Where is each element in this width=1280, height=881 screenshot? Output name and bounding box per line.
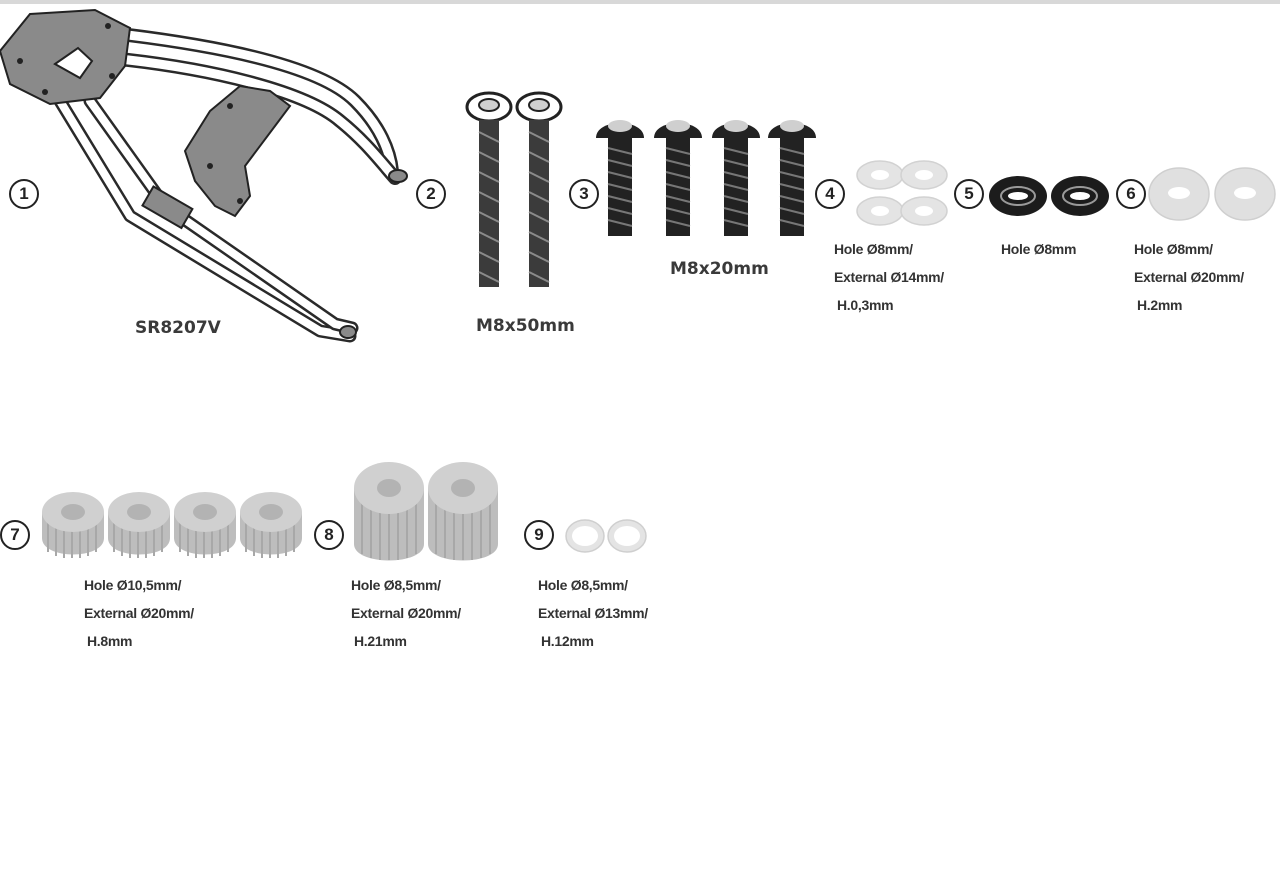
- spec-line: Hole Ø8mm/: [834, 241, 913, 257]
- spec-line: H.12mm: [541, 633, 594, 649]
- part-8-number: 8: [314, 520, 344, 550]
- spec-line: H.2mm: [1137, 297, 1183, 313]
- rack-frame-icon: [0, 8, 408, 343]
- part-5-number: 5: [954, 179, 984, 209]
- part-4-spec: Hole Ø8mm/ External Ø14mm/ H.0,3mm: [834, 235, 944, 319]
- part-8-spec: Hole Ø8,5mm/ External Ø20mm/ H.21mm: [351, 571, 461, 655]
- part-3-number: 3: [569, 179, 599, 209]
- spec-line: H.0,3mm: [837, 297, 894, 313]
- long-bolt-icon: [465, 91, 563, 287]
- spec-line: External Ø14mm/: [834, 269, 944, 285]
- part-4-number: 4: [815, 179, 845, 209]
- part-1-label: SR8207V: [135, 318, 221, 338]
- part-9-number: 9: [524, 520, 554, 550]
- part-7-number: 7: [0, 520, 30, 550]
- part-7-spec: Hole Ø10,5mm/ External Ø20mm/ H.8mm: [84, 571, 194, 655]
- short-bolt-icon: [596, 120, 816, 236]
- spec-line: Hole Ø8,5mm/: [538, 577, 628, 593]
- flat-washer-icon: [1148, 167, 1276, 221]
- part-6-number: 6: [1116, 179, 1146, 209]
- tall-spacer-icon: [354, 462, 498, 561]
- part-6-spec: Hole Ø8mm/ External Ø20mm/ H.2mm: [1134, 235, 1244, 319]
- spacer-icon: [42, 492, 302, 558]
- part-2-label: M8x50mm: [476, 316, 575, 336]
- spec-line: Hole Ø8,5mm/: [351, 577, 441, 593]
- part-1-number: 1: [9, 179, 39, 209]
- top-border: [0, 0, 1280, 4]
- lock-washer-icon: [989, 176, 1109, 216]
- part-3-label: M8x20mm: [670, 259, 769, 279]
- spec-line: Hole Ø8mm/: [1134, 241, 1213, 257]
- spec-line: H.8mm: [87, 633, 133, 649]
- part-5-spec: Hole Ø8mm: [1001, 235, 1076, 263]
- part-2-number: 2: [416, 179, 446, 209]
- spec-line: External Ø20mm/: [1134, 269, 1244, 285]
- spec-line: H.21mm: [354, 633, 407, 649]
- thin-washer-icon: [856, 160, 948, 226]
- spec-line: External Ø20mm/: [84, 605, 194, 621]
- spec-line: External Ø20mm/: [351, 605, 461, 621]
- part-9-spec: Hole Ø8,5mm/ External Ø13mm/ H.12mm: [538, 571, 648, 655]
- spec-line: Hole Ø8mm: [1001, 241, 1077, 257]
- small-washer-icon: [565, 519, 647, 553]
- spec-line: Hole Ø10,5mm/: [84, 577, 182, 593]
- spec-line: External Ø13mm/: [538, 605, 648, 621]
